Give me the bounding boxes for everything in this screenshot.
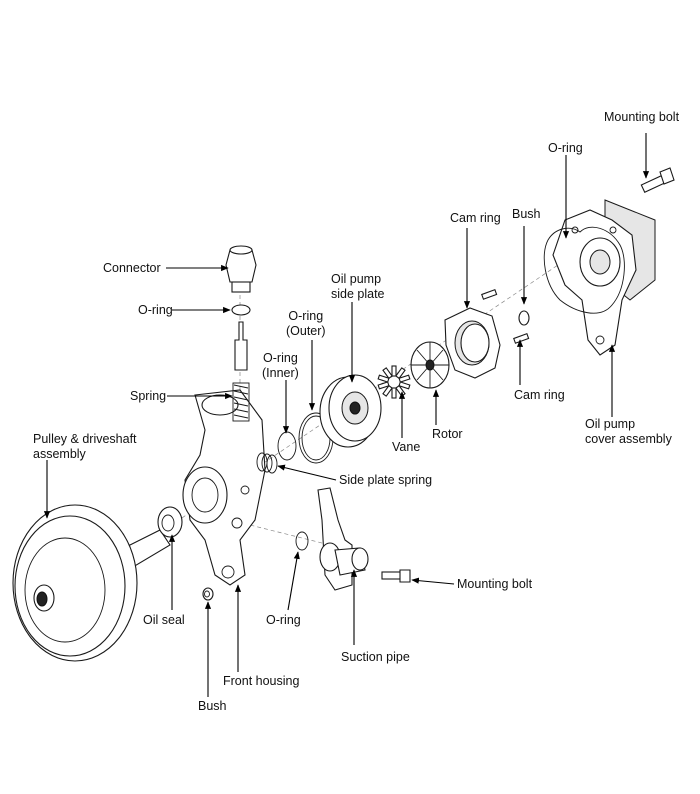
rotor-part (410, 341, 450, 389)
label-o-ring-cover: O-ring (548, 141, 583, 155)
bush-top-part (518, 310, 530, 326)
label-o-ring-suction: O-ring (266, 613, 301, 627)
oil-pump-side-plate-part (319, 374, 382, 448)
mounting-bolt-top-part (640, 167, 675, 194)
valve-part (234, 321, 248, 371)
label-oil-pump-cover-assembly: Oil pump cover assembly (585, 417, 672, 446)
label-oil-seal: Oil seal (143, 613, 185, 627)
label-cam-ring-top: Cam ring (450, 211, 501, 225)
label-bush-bottom: Bush (198, 699, 227, 713)
o-ring-suction-part (295, 531, 309, 551)
label-oil-pump-side-plate: Oil pump side plate (331, 272, 385, 301)
label-mounting-bolt-bottom: Mounting bolt (457, 577, 533, 591)
oil-seal-part (157, 506, 183, 538)
bush-bottom-part (202, 587, 214, 601)
o-ring-cover-part (543, 226, 625, 314)
spring-part (232, 382, 250, 422)
suction-pipe-part (317, 487, 369, 591)
label-o-ring-connector: O-ring (138, 303, 173, 317)
pulley-driveshaft-part (12, 504, 171, 662)
o-ring-connector-part (231, 304, 251, 316)
side-plate-spring-part (256, 452, 278, 474)
label-bush-top: Bush (512, 207, 541, 221)
oil-pump-cover-part (552, 199, 656, 356)
cam-ring-part (444, 307, 501, 379)
connector-part (225, 245, 257, 293)
label-cam-ring-bottom: Cam ring (514, 388, 565, 402)
label-spring: Spring (130, 389, 167, 403)
label-o-ring-inner: O-ring (Inner) (262, 351, 299, 380)
label-rotor: Rotor (432, 427, 463, 441)
o-ring-inner-part (277, 431, 297, 461)
front-housing-part (182, 389, 266, 586)
vane-part (377, 365, 411, 399)
label-suction-pipe: Suction pipe (341, 650, 410, 664)
label-mounting-bolt-top: Mounting bolt (604, 110, 680, 124)
label-connector: Connector (103, 261, 161, 275)
label-o-ring-outer: O-ring (Outer) (286, 309, 326, 338)
label-front-housing: Front housing (223, 674, 300, 688)
label-side-plate-spring: Side plate spring (339, 473, 433, 487)
leader-lines (43, 133, 650, 697)
label-pulley-driveshaft: Pulley & driveshaft assembly (33, 432, 137, 461)
label-vane: Vane (392, 440, 421, 454)
mounting-bolt-bottom-part (381, 569, 411, 583)
